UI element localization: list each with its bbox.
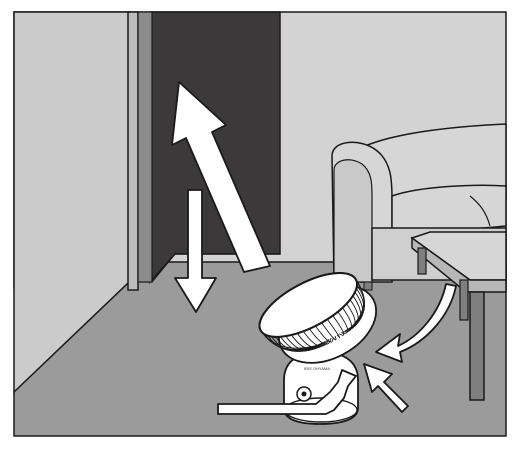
armchair-arm-front	[334, 160, 372, 282]
door-frame-left	[128, 12, 138, 290]
fan-dial-center	[302, 392, 307, 397]
fan-brand-logo: IRIS OHYAMA	[304, 366, 330, 371]
table-leg-back-right	[460, 280, 468, 320]
table-leg-front-left	[470, 292, 484, 400]
door-frame-inner	[138, 12, 152, 282]
armchair-leg	[364, 282, 372, 290]
table-leg-back-left	[418, 248, 426, 274]
